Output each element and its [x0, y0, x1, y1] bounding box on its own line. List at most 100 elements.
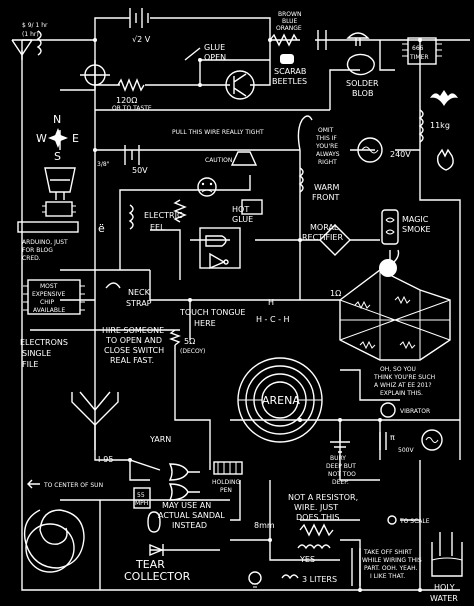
label-compass-w: W	[36, 132, 47, 145]
label-electrons-3: FILE	[22, 360, 38, 369]
label-bury-4: DEEP.	[332, 479, 349, 486]
vibrator-coil	[380, 402, 396, 418]
label-shirt-1: TAKE OFF SHIRT	[363, 549, 412, 556]
label-decoy: (DECOY)	[180, 348, 205, 355]
label-res-5: 5Ω	[184, 337, 195, 346]
caution-lamp	[230, 151, 258, 166]
scale-probe	[387, 515, 397, 525]
label-neck: NECK	[128, 288, 151, 297]
label-chip-55: 55	[137, 492, 145, 499]
label-holding: HOLDING	[212, 479, 240, 486]
zigzag-wire	[299, 523, 334, 537]
label-three-eighths: 3/8"	[97, 161, 110, 168]
label-hot-glue: GLUE	[232, 215, 253, 224]
battery-50v	[124, 145, 140, 165]
ac-source-500v	[421, 429, 443, 451]
label-omit-2: THIS IF	[315, 135, 337, 142]
logic-gates	[168, 463, 200, 501]
label-shirt-4: I LIKE THAT.	[370, 573, 405, 580]
battery-top	[129, 8, 149, 28]
label-blob: BLOB	[352, 89, 373, 98]
label-mains-bottom: (1 hr)	[22, 31, 39, 38]
label-notres-3: DOES THIS	[296, 513, 339, 522]
resistor-brown-blue-orange	[269, 33, 298, 47]
label-most-4: AVAILABLE	[33, 307, 65, 314]
label-tear-2: COLLECTOR	[124, 570, 191, 583]
bat-icon	[430, 90, 458, 106]
e-dot-symbol: ë	[98, 222, 105, 235]
label-rectifier: RECTIFIER	[302, 233, 343, 242]
label-11kg: 11kg	[430, 121, 450, 130]
spring-coil	[418, 109, 424, 143]
label-hot: HOT	[232, 205, 249, 214]
label-sandal-3: INSTEAD	[172, 521, 207, 530]
twisted-wires	[351, 548, 361, 586]
label-strap: STRAP	[126, 299, 152, 308]
label-bury-2: DEEP BUT	[326, 463, 356, 470]
light-bulb-icon	[248, 571, 262, 588]
label-res-1: 1Ω	[330, 289, 341, 298]
label-whiz-1: OH, SO YOU	[380, 366, 416, 373]
label-yes: YES	[299, 555, 315, 564]
label-most-1: MOST	[40, 283, 58, 290]
label-smoke: SMOKE	[402, 225, 431, 234]
label-touch: TOUCH TONGUE	[179, 308, 245, 317]
svg-text:ë: ë	[98, 222, 105, 235]
label-compass-s: S	[54, 150, 61, 163]
capacitor-top	[317, 30, 327, 50]
label-hire-3: CLOSE SWITCH	[104, 346, 164, 355]
label-timer-666: 666	[412, 45, 424, 52]
label-arena: ARENA	[262, 394, 300, 407]
resistor-network	[339, 269, 451, 361]
signal-splitter	[80, 60, 110, 90]
transistor	[225, 70, 255, 100]
label-notres-2: WIRE. JUST	[294, 503, 338, 512]
label-mains-top: $ 9/ 1 hr	[22, 22, 48, 29]
liters-coil	[281, 574, 299, 580]
label-timer: TIMER	[409, 54, 429, 61]
yes-inductor	[297, 544, 331, 550]
label-sandal-2: ACTUAL SANDAL	[158, 511, 225, 520]
label-magic: MAGIC	[402, 215, 429, 224]
label-240v: 240V	[390, 150, 411, 159]
pull-cord	[297, 115, 313, 151]
label-solder: SOLDER	[346, 79, 379, 88]
label-glue: GLUE	[204, 43, 225, 52]
bomb-icon	[379, 249, 400, 277]
label-orange: ORANGE	[276, 25, 302, 32]
label-arduino-3: CRED.	[22, 255, 41, 262]
label-blue: BLUE	[282, 18, 298, 25]
label-center-of-sun: TO CENTER OF SUN	[43, 482, 103, 489]
arena-coil	[237, 357, 323, 443]
label-omit-4: ALWAYS	[316, 151, 340, 158]
resistor-eel	[173, 199, 187, 223]
label-or-to-taste: OR TO TASTE	[112, 105, 152, 112]
label-hire-4: REAL FAST.	[110, 356, 154, 365]
label-sandal-1: MAY USE AN	[162, 501, 211, 510]
label-omit-3: YOU'RE	[315, 143, 338, 150]
label-electrons-1: ELECTRONS	[20, 338, 68, 347]
y-junction	[71, 391, 119, 450]
label-i95: I-95	[98, 455, 113, 464]
label-arduino-1: ARDUINO, JUST	[22, 239, 68, 246]
hot-glue-gun-icon	[241, 199, 263, 215]
neck-strap-coil	[105, 282, 121, 289]
label-caution: CAUTION	[205, 157, 232, 164]
label-bury-1: BURY	[330, 455, 346, 462]
resistor-5-ohm	[169, 329, 181, 346]
label-here: HERE	[194, 319, 216, 328]
label-most-3: CHIP	[40, 299, 54, 306]
label-whiz-2: THINK YOU'RE SUCH	[373, 374, 435, 381]
wires	[21, 17, 470, 591]
label-chip-mph: MPH	[135, 500, 148, 507]
label-shirt-2: WHILE WIRING THIS	[362, 557, 422, 564]
label-holy-2: WATER	[430, 594, 458, 603]
label-electric: ELECTRIC	[144, 211, 183, 220]
label-moral: MORAL	[310, 223, 339, 232]
label-pen: PEN	[220, 487, 232, 494]
label-omit-1: OMIT	[318, 127, 334, 134]
label-50v: 50V	[132, 166, 148, 175]
label-omit-5: RIGHT	[318, 159, 337, 166]
label-open: OPEN	[204, 53, 226, 62]
